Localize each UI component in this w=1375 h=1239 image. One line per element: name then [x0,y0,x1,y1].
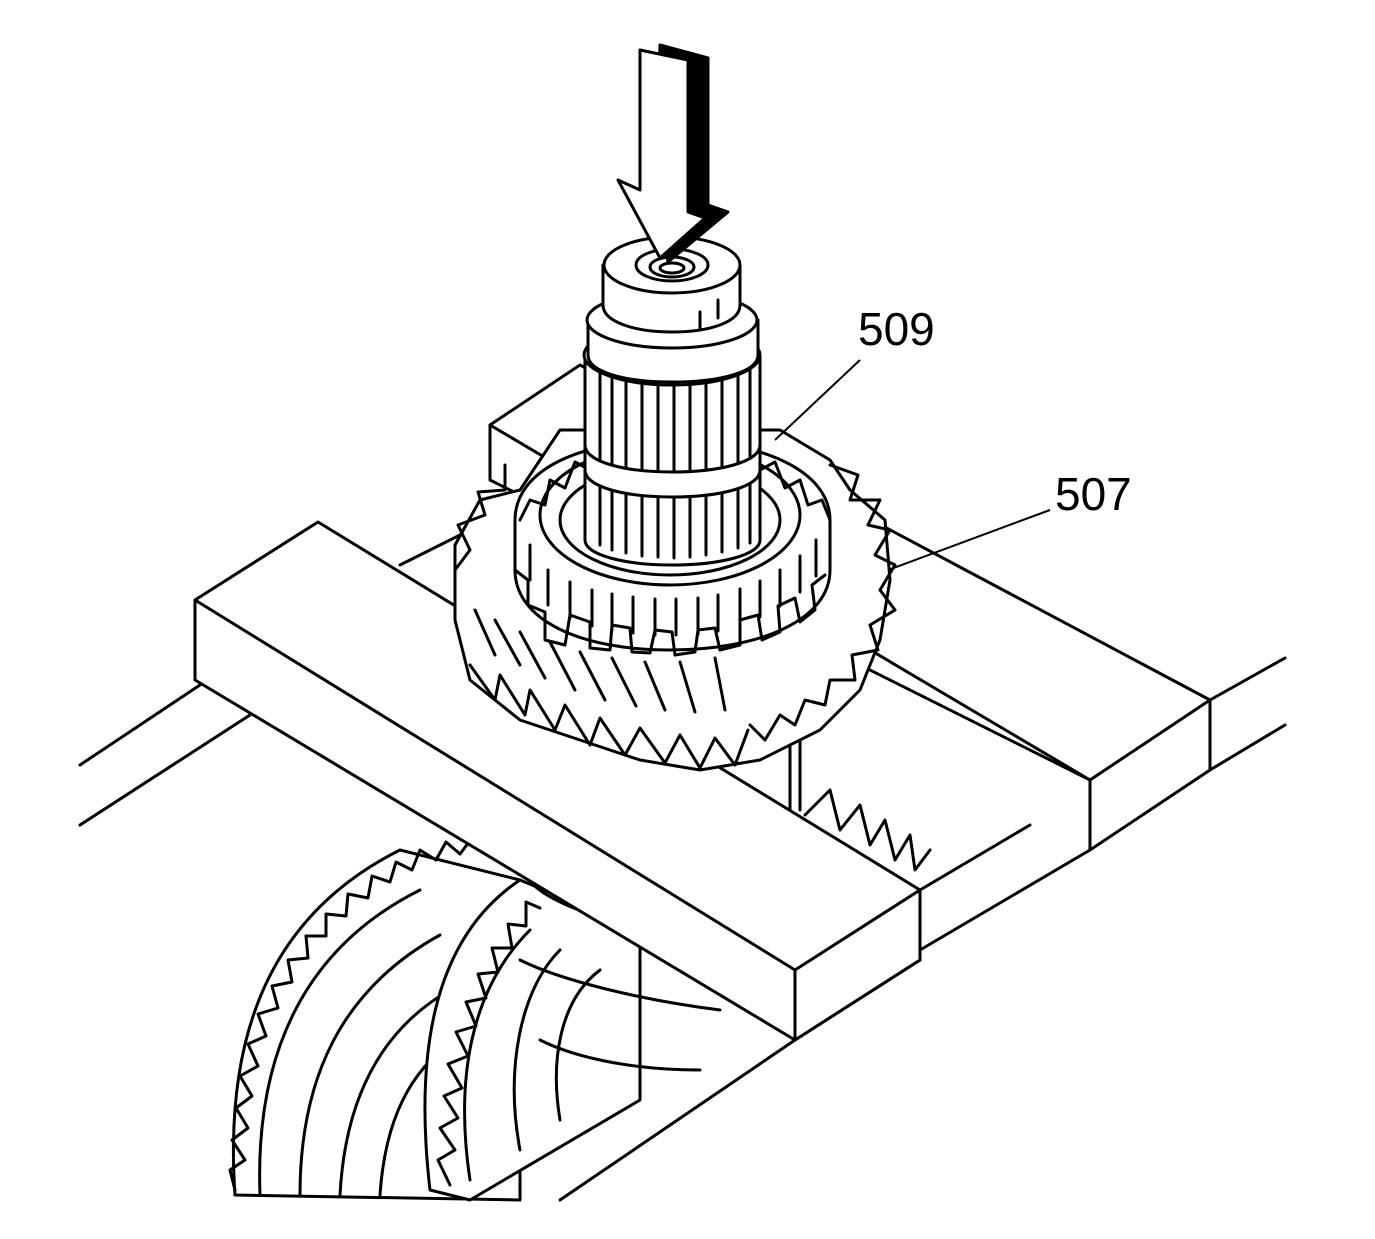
lower-gear-cluster [228,728,932,1202]
callout-509-label: 509 [858,303,935,355]
callout-507-label: 507 [1055,468,1132,520]
callout-leaders [774,359,1051,571]
front-support-block [193,520,922,1042]
splined-shaft [582,235,762,567]
press-direction-arrow-icon [616,43,730,264]
